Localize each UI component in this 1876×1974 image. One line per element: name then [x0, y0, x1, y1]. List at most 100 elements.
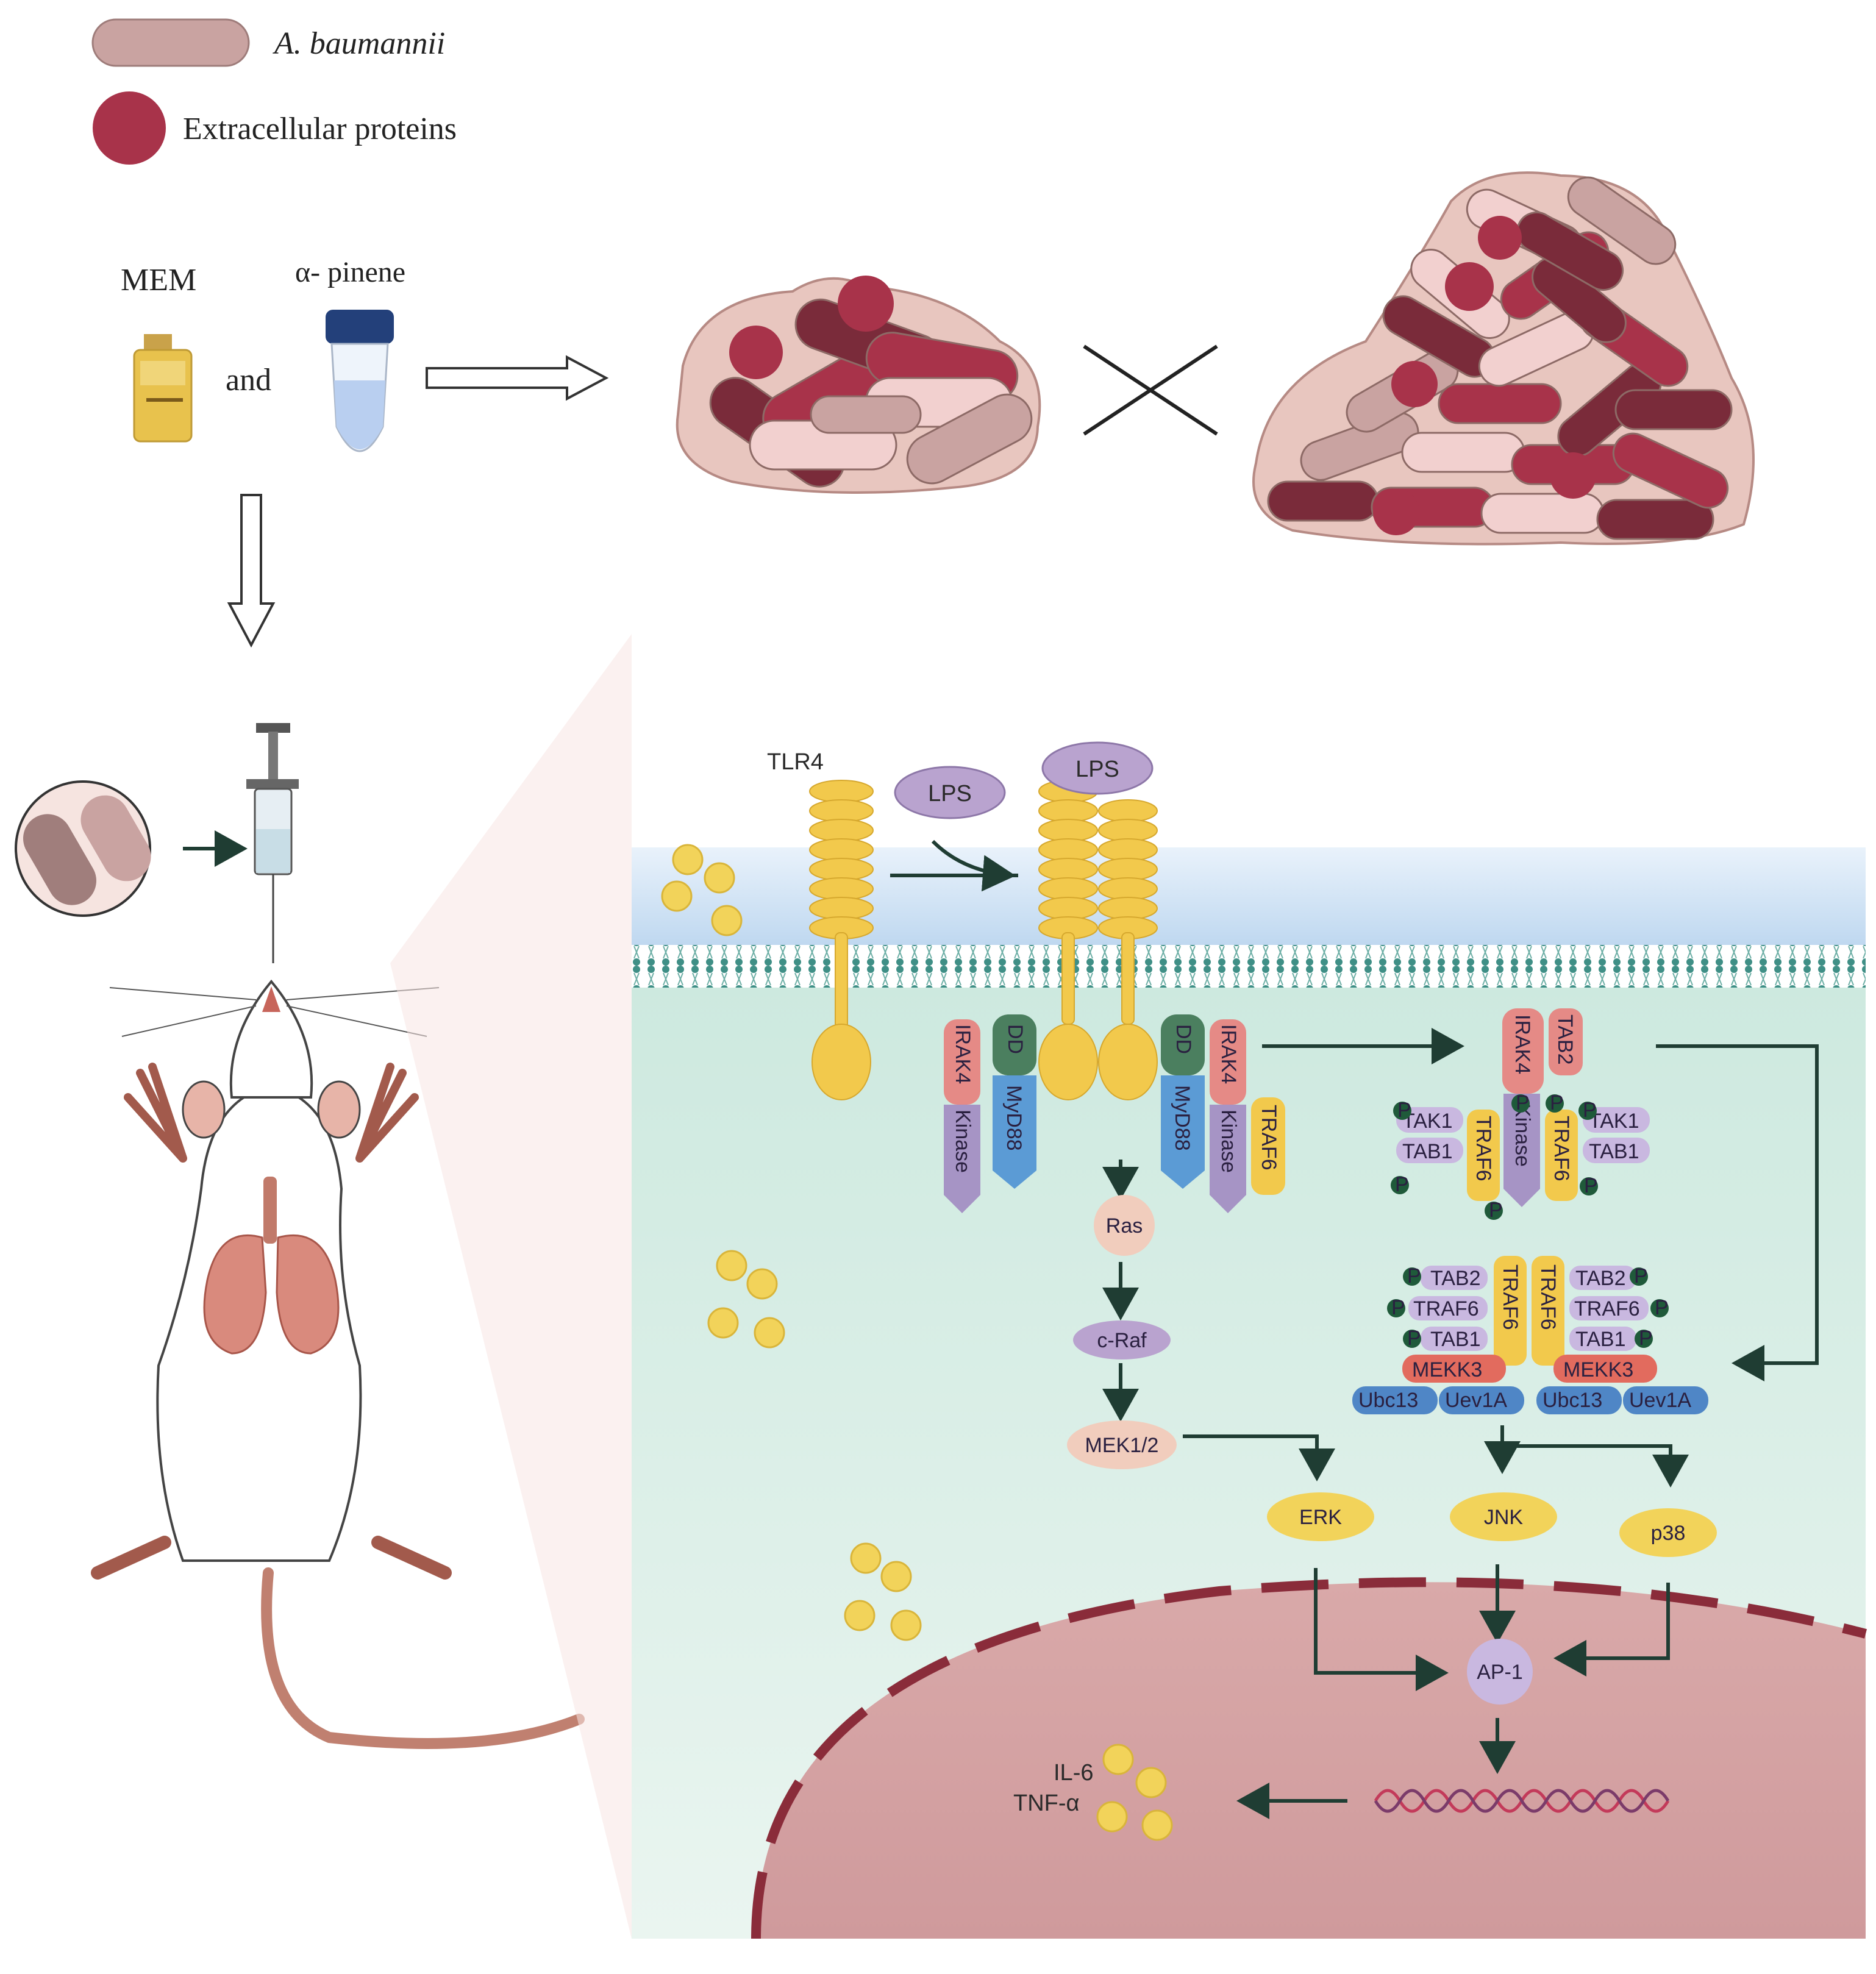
tab1-left-mekk: TAB1: [1430, 1328, 1481, 1351]
tube-icon: [326, 310, 394, 452]
ubc13-left: Ubc13: [1358, 1389, 1418, 1412]
phospho-10: P: [1407, 1327, 1421, 1350]
phospho-9: P: [1391, 1296, 1405, 1319]
ap1-label: AP-1: [1477, 1661, 1523, 1684]
tlr4-label: TLR4: [767, 749, 824, 775]
kinase-left: Kinase: [951, 1110, 974, 1173]
tab2-right: TAB2: [1575, 1267, 1626, 1290]
small-aggregate: [676, 276, 1041, 494]
arrow-p38-to-ap1: [1553, 1583, 1670, 1676]
kinase-complex: Kinase: [1511, 1103, 1534, 1167]
irak4-complex: IRAK4: [1511, 1014, 1534, 1074]
arrow-to-aggregate: [426, 355, 609, 401]
phospho-13: P: [1639, 1327, 1653, 1350]
p38-label: p38: [1651, 1522, 1686, 1545]
traf6-right: TRAF6: [1257, 1105, 1280, 1171]
traf6-complex-left: TRAF6: [1472, 1116, 1495, 1181]
irak4-right: IRAK4: [1217, 1024, 1240, 1084]
myd88-right: MyD88: [1171, 1085, 1194, 1151]
nucleus: [756, 1582, 1866, 1939]
pinene-label: α- pinene: [295, 256, 405, 288]
legend-protein-label: Extracellular proteins: [183, 112, 457, 146]
bracket-arrow: [1656, 1044, 1819, 1381]
traf6-mid-right: TRAF6: [1536, 1264, 1560, 1330]
lps-bound-label: LPS: [1075, 757, 1119, 782]
mekk3-complex: TAB2 TRAF6 TAB1 TRAF6 TRAF6 TAB2 TRAF6 T…: [1352, 1256, 1708, 1414]
syringe-icon: [246, 723, 299, 963]
tak1-complex: IRAK4 TAB2 Kinase TRAF6 TRAF6 TAK1 TAB1 …: [1396, 1008, 1650, 1207]
tlr4-dimer: LPS: [1038, 741, 1158, 1100]
legend-protein-swatch: [93, 91, 166, 165]
traf6-mid-left: TRAF6: [1499, 1264, 1522, 1330]
lps-free-label: LPS: [928, 781, 972, 807]
nuclear-envelope: [751, 1577, 1867, 1939]
vial-icon: [133, 334, 193, 443]
cell-membrane: [632, 945, 1866, 988]
erk-node: ERK: [1267, 1492, 1374, 1541]
myd88-left: MyD88: [1002, 1085, 1025, 1151]
ras-node: Ras: [1094, 1195, 1155, 1256]
phospho-3: P: [1550, 1091, 1564, 1114]
uev1a-left: Uev1A: [1445, 1389, 1507, 1412]
jnk-label: JNK: [1484, 1506, 1524, 1529]
phospho-11: P: [1634, 1264, 1648, 1288]
mem-label: MEM: [121, 263, 196, 298]
phospho-7: P: [1584, 1174, 1598, 1197]
kinase-right: Kinase: [1217, 1110, 1240, 1173]
arrow-mek-to-erk: [1183, 1434, 1335, 1481]
phospho-8: P: [1407, 1264, 1421, 1288]
lungs-icon: [203, 1177, 340, 1355]
ras-label: Ras: [1106, 1214, 1143, 1238]
ap1-node: AP-1: [1467, 1639, 1533, 1705]
phospho-4: P: [1583, 1099, 1597, 1122]
traf6-left-mekk: TRAF6: [1413, 1297, 1479, 1320]
tab1-right-mekk: TAB1: [1575, 1328, 1626, 1351]
phospho-marks-mekk: P P P P P P: [1387, 1264, 1669, 1350]
tak1-right: TAK1: [1589, 1110, 1639, 1133]
adaptor-right: DD MyD88 IRAK4 Kinase TRAF6: [1161, 1014, 1285, 1213]
ubc13-right: Ubc13: [1543, 1389, 1602, 1412]
phospho-12: P: [1655, 1296, 1669, 1319]
mekk3-right: MEKK3: [1563, 1358, 1633, 1381]
erk-label: ERK: [1299, 1506, 1342, 1529]
and-label: and: [226, 363, 271, 397]
irak4-left: IRAK4: [951, 1024, 974, 1084]
lps-binding-arrow: [890, 839, 1018, 875]
uev1a-right: Uev1A: [1629, 1389, 1691, 1412]
phospho-5: P: [1395, 1173, 1409, 1196]
craf-label: c-Raf: [1097, 1329, 1147, 1352]
zoom-wedge: [390, 634, 632, 1939]
phospho-2: P: [1516, 1091, 1530, 1114]
traf6-right-mekk: TRAF6: [1574, 1297, 1640, 1320]
tab1-right: TAB1: [1589, 1140, 1639, 1163]
traf6-complex-right: TRAF6: [1550, 1116, 1573, 1181]
legend-bacterium-label: A. baumannii: [273, 26, 445, 61]
phospho-1: P: [1397, 1099, 1411, 1122]
treatment-group: MEM and α- pinene: [121, 256, 609, 648]
tnf-label: TNF-α: [1013, 1790, 1080, 1816]
tlr4-receptor: TLR4: [767, 749, 874, 1100]
craf-node: c-Raf: [1073, 1320, 1171, 1359]
tab2-left: TAB2: [1430, 1267, 1481, 1290]
lps-free: LPS: [894, 766, 1006, 819]
phospho-6: P: [1489, 1199, 1503, 1222]
dna-icon: [1374, 1789, 1670, 1813]
adaptor-left: IRAK4 Kinase DD MyD88: [944, 1014, 1036, 1213]
cross-icon: [1083, 344, 1218, 436]
tab2-complex: TAB2: [1553, 1014, 1577, 1065]
phospho-marks-top: P P P P P P P: [1391, 1091, 1598, 1222]
mek-label: MEK1/2: [1085, 1434, 1159, 1457]
jnk-node: JNK: [1450, 1492, 1557, 1541]
arrow-erk-to-ap1: [1314, 1568, 1449, 1691]
arrow-down-to-mouse: [227, 494, 276, 648]
mek-node: MEK1/2: [1067, 1420, 1177, 1469]
tab1-left: TAB1: [1402, 1140, 1453, 1163]
legend-bacterium-swatch: [91, 18, 250, 67]
bacteria-inset: [15, 780, 151, 917]
dd-right: DD: [1172, 1024, 1195, 1054]
il6-label: IL-6: [1054, 1760, 1093, 1786]
legend: A. baumannii Extracellular proteins: [91, 18, 457, 165]
dd-left: DD: [1004, 1024, 1027, 1054]
mekk3-left: MEKK3: [1412, 1358, 1482, 1381]
